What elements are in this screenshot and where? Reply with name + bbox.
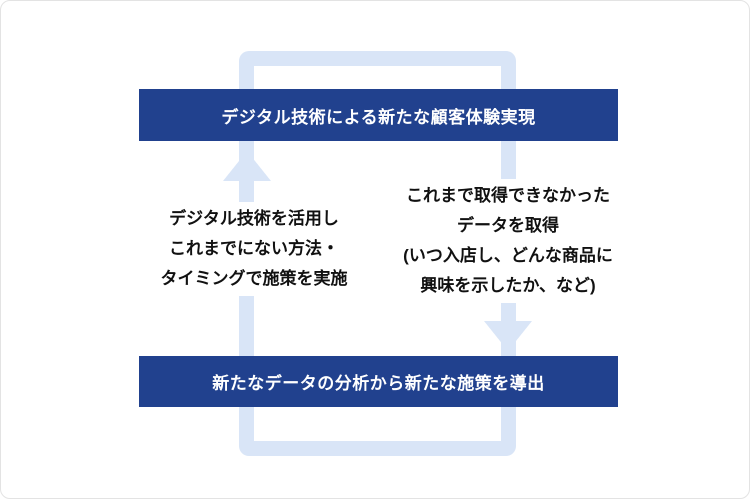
left-note: デジタル技術を活用し これまでにない方法・ タイミングで施策を実施 (127, 202, 381, 296)
right-note-line-1: これまで取得できなかった (406, 186, 610, 205)
bottom-banner: 新たなデータの分析から新たな施策を導出 (139, 356, 618, 407)
right-note-line-4: 興味を示したか、など) (420, 276, 596, 295)
right-note-line-2: データを取得 (457, 216, 559, 235)
left-note-line-1: デジタル技術を活用し (169, 209, 339, 228)
left-note-line-2: これまでにない方法・ (169, 239, 339, 258)
arrow-down-icon (484, 321, 532, 351)
right-note-line-3: (いつ入店し、どんな商品に (403, 246, 613, 265)
arrow-up-icon (223, 151, 271, 181)
right-note: これまで取得できなかった データを取得 (いつ入店し、どんな商品に 興味を示した… (379, 179, 637, 303)
top-banner: デジタル技術による新たな顧客体験実現 (139, 89, 618, 141)
top-banner-label: デジタル技術による新たな顧客体験実現 (221, 107, 536, 127)
left-note-line-3: タイミングで施策を実施 (160, 269, 348, 288)
bottom-banner-label: 新たなデータの分析から新たな施策を導出 (212, 374, 545, 393)
